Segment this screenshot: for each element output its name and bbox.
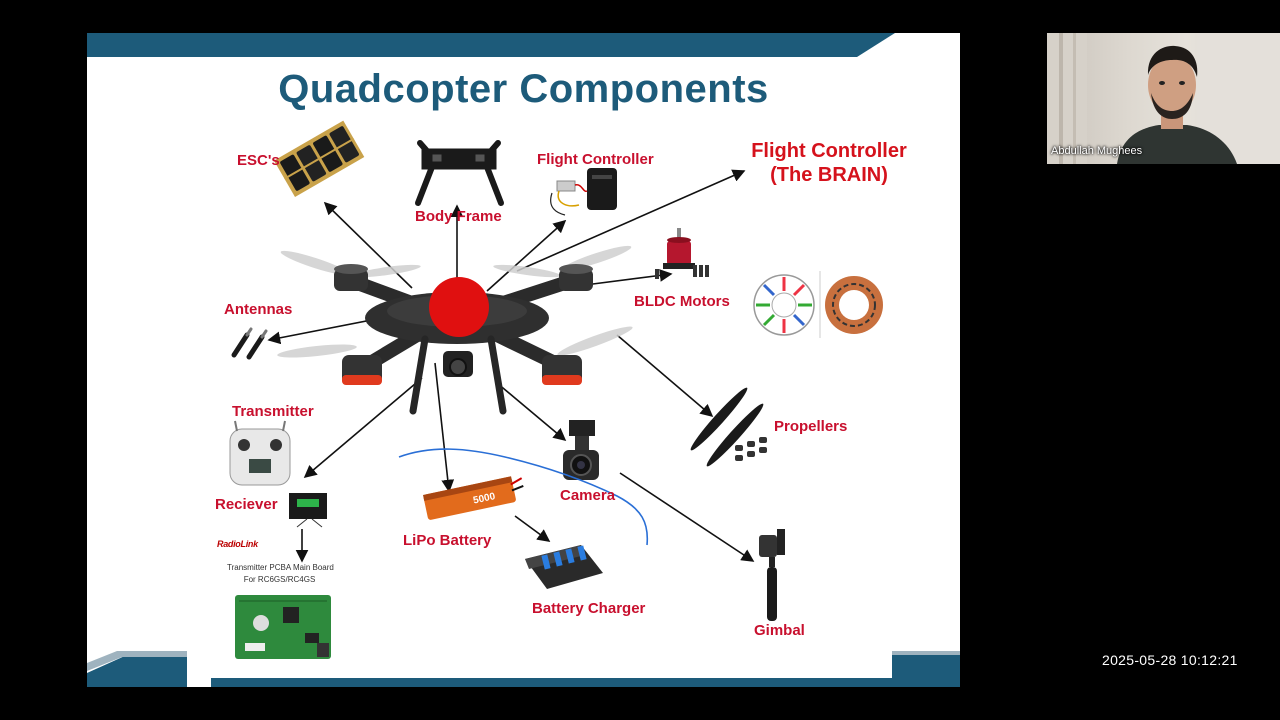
stator-diagram-image — [753, 271, 883, 338]
pcb-caption-line-2: For RC6GS/RC4GS — [243, 575, 316, 584]
label-camera: Camera — [560, 487, 616, 504]
participant-video-feed — [1047, 33, 1280, 164]
label-flight-controller: Flight Controller — [537, 151, 654, 168]
presentation-slide: 5000 — [87, 33, 960, 687]
top-accent-bar — [87, 33, 895, 57]
body-frame-image — [415, 140, 504, 206]
bldc-motor-image — [655, 228, 709, 279]
gimbal-image — [759, 529, 785, 621]
bottom-right-accent — [892, 655, 960, 687]
connector-arrows — [267, 169, 755, 563]
slide-title: Quadcopter Components — [278, 67, 769, 111]
radiolink-logo: RadioLink — [217, 539, 258, 549]
drone-image — [277, 245, 633, 415]
brain-line-1: Flight Controller — [751, 140, 907, 162]
label-propellers: Propellers — [774, 418, 848, 435]
brain-line-2: (The BRAIN) — [770, 164, 888, 186]
battery-charger-image — [525, 545, 603, 589]
lipo-battery-image: 5000 — [423, 476, 524, 520]
label-body-frame: Body Frame — [415, 208, 502, 225]
label-escs: ESC's — [237, 152, 280, 169]
receiver-image — [289, 493, 327, 528]
camera-image — [563, 420, 599, 480]
antennas-image — [231, 327, 268, 360]
recording-timestamp: 2025-05-28 10:12:21 — [1102, 652, 1238, 668]
label-transmitter: Transmitter — [232, 403, 314, 420]
propellers-image — [690, 387, 767, 467]
participant-name: Abdullah Mughees — [1051, 145, 1143, 157]
label-gimbal: Gimbal — [754, 622, 805, 639]
label-receiver: Reciever — [215, 496, 278, 513]
slide-artwork: 5000 — [87, 33, 960, 687]
pcb-board-image — [235, 595, 331, 659]
esc-image — [274, 120, 365, 197]
label-antennas: Antennas — [224, 301, 293, 318]
transmitter-image — [229, 420, 291, 486]
annotation-stroke — [398, 448, 649, 546]
pcb-caption-line-1: Transmitter PCBA Main Board — [227, 563, 334, 572]
battery-capacity-text: 5000 — [472, 491, 496, 506]
flight-controller-hub — [429, 277, 489, 337]
flight-controller-image — [550, 168, 617, 216]
participant-video-tile[interactable]: Abdullah Mughees — [1047, 33, 1280, 164]
label-battery-charger: Battery Charger — [532, 600, 646, 617]
label-flight-controller-brain: Flight Controller (The BRAIN) — [729, 139, 929, 187]
pcb-caption: Transmitter PCBA Main Board For RC6GS/RC… — [227, 562, 334, 586]
bottom-left-accent — [87, 655, 187, 687]
label-bldc-motors: BLDC Motors — [634, 293, 730, 310]
label-lipo-battery: LiPo Battery — [403, 532, 492, 549]
